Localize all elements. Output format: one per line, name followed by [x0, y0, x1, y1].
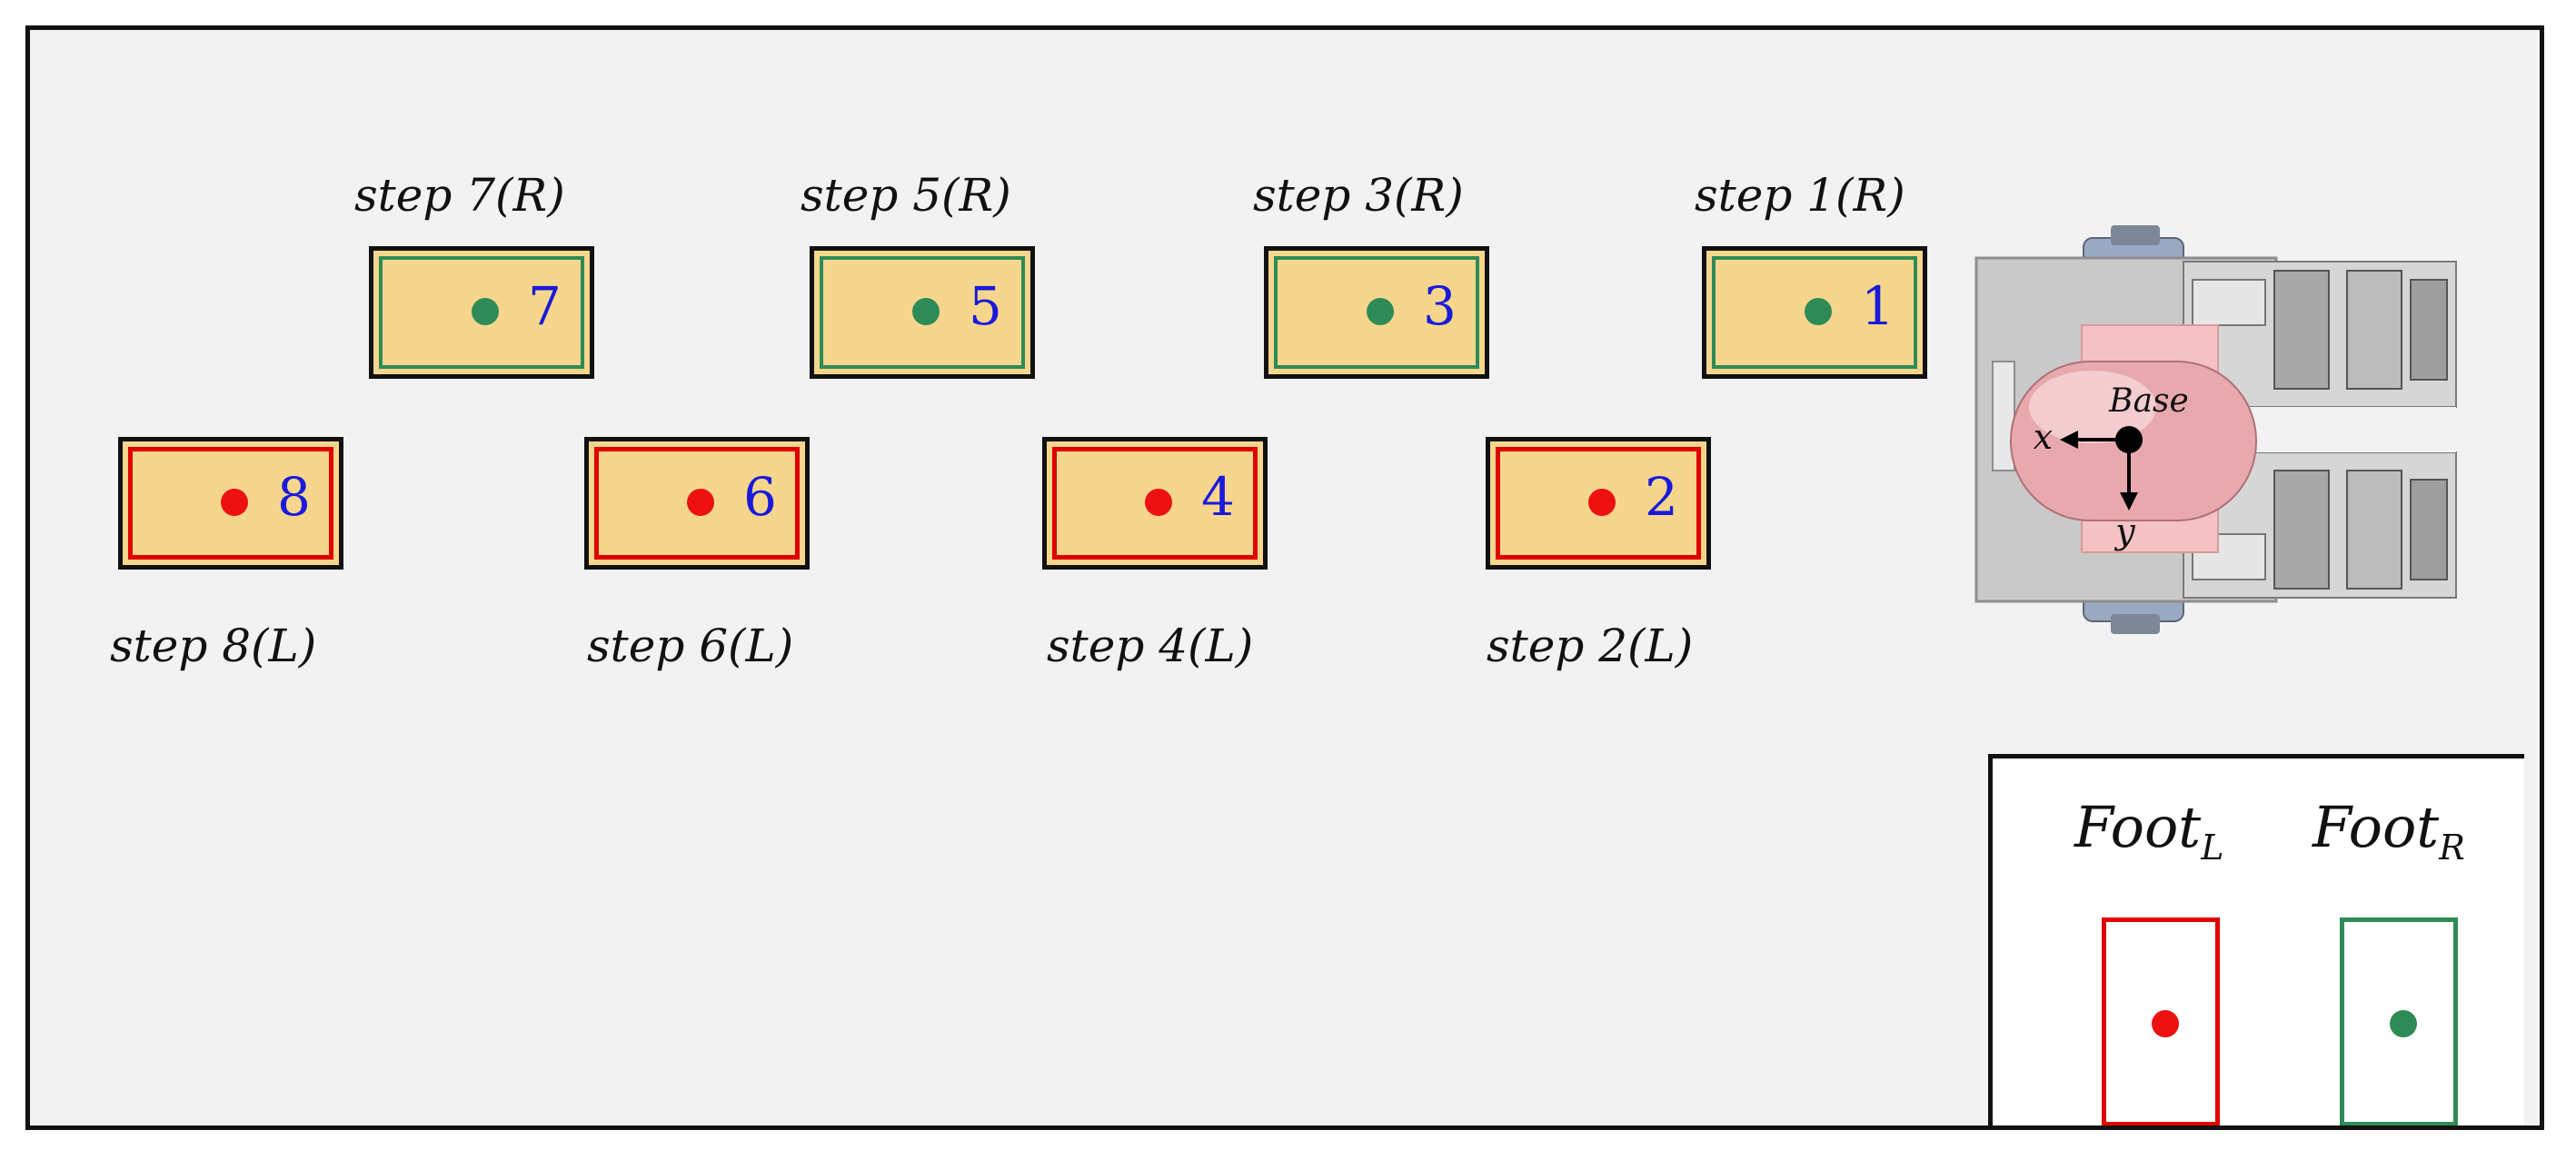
step-6-footprint-outline: [594, 447, 800, 560]
step-1-footprint-outline: [1712, 256, 1917, 369]
step-6-contact-point: [687, 489, 714, 516]
step-7-footprint-outline: [379, 256, 584, 369]
step-5-footprint-outline: [820, 256, 1025, 369]
step-1-footprint: 1: [1702, 246, 1927, 379]
step-3-label: step 3(R): [1253, 169, 1464, 222]
robot-x-axis-arrow: [2060, 431, 2129, 449]
step-3-footprint-outline: [1274, 256, 1479, 369]
step-2-contact-point: [1588, 489, 1616, 516]
step-2-number: 2: [1645, 466, 1678, 528]
robot-base-label: Base: [2108, 382, 2189, 420]
step-4-footprint-outline: [1052, 447, 1258, 560]
robot-body-highlight: [2029, 371, 2156, 443]
step-5-footprint: 5: [810, 246, 1035, 379]
legend-panel: FootL FootR: [1988, 754, 2524, 1125]
legend-right-foot-box: [2340, 917, 2458, 1125]
step-4-label: step 4(L): [1047, 620, 1254, 672]
step-8-contact-point: [221, 489, 248, 516]
step-8-footprint: 8: [118, 437, 343, 570]
step-6-label: step 6(L): [587, 620, 794, 672]
robot-y-axis-label: y: [2114, 511, 2135, 551]
robot-top-view: Base x y: [1974, 225, 2457, 634]
diagram-frame: step 7(R) 7 step 5(R) 5 step 3(R) 3 step…: [25, 25, 2544, 1130]
step-2-footprint: 2: [1486, 437, 1711, 570]
step-1-contact-point: [1805, 298, 1832, 325]
step-3-contact-point: [1367, 298, 1394, 325]
step-8-label: step 8(L): [110, 620, 317, 672]
robot-x-axis-label: x: [2034, 417, 2053, 457]
legend-left-foot-dot: [2152, 1010, 2179, 1037]
step-6-number: 6: [743, 466, 777, 528]
step-4-footprint: 4: [1042, 437, 1268, 570]
step-2-label: step 2(L): [1487, 620, 1694, 672]
step-7-label: step 7(R): [354, 169, 565, 222]
step-4-number: 4: [1201, 466, 1235, 528]
legend-right-foot-main: Foot: [2312, 794, 2440, 860]
legend-left-foot-box: [2102, 917, 2220, 1125]
legend-left-foot-sub: L: [2201, 828, 2224, 868]
legend-left-foot-main: Foot: [2074, 794, 2202, 860]
step-8-footprint-outline: [128, 447, 333, 560]
step-5-contact-point: [912, 298, 940, 325]
step-6-footprint: 6: [584, 437, 810, 570]
step-3-number: 3: [1423, 275, 1457, 337]
step-1-label: step 1(R): [1695, 169, 1905, 222]
step-8-number: 8: [277, 466, 311, 528]
step-7-number: 7: [528, 275, 562, 337]
robot-center-gap: [2247, 407, 2456, 452]
step-4-contact-point: [1145, 489, 1172, 516]
robot-y-axis-arrow: [2120, 440, 2138, 511]
legend-right-foot-dot: [2390, 1010, 2417, 1037]
legend-right-foot-title: FootR: [2312, 799, 2465, 868]
step-1-number: 1: [1861, 275, 1895, 337]
legend-left-foot-title: FootL: [2074, 799, 2224, 868]
step-5-number: 5: [969, 275, 1002, 337]
step-7-contact-point: [472, 298, 499, 325]
step-5-label: step 5(R): [801, 169, 1011, 222]
step-2-footprint-outline: [1496, 447, 1701, 560]
step-7-footprint: 7: [369, 246, 594, 379]
legend-right-foot-sub: R: [2439, 828, 2465, 868]
step-3-footprint: 3: [1264, 246, 1489, 379]
